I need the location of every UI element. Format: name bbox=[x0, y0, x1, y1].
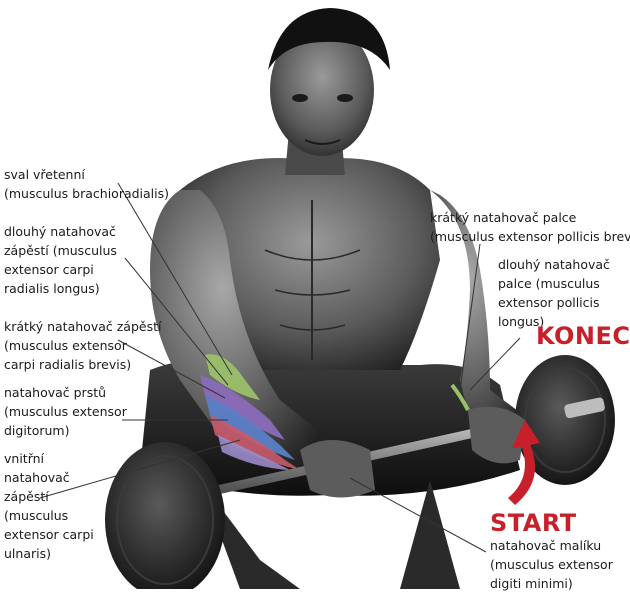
curl-arrow bbox=[508, 420, 540, 505]
label-extensor-carpi-radialis-brevis: krátký natahovač zápěstí (musculus exten… bbox=[4, 319, 162, 372]
leader-lines bbox=[39, 182, 521, 553]
start-position-label: START bbox=[490, 509, 577, 537]
label-brachioradialis: sval vřetenní (musculus brachioradialis) bbox=[4, 167, 170, 201]
forearm-muscles bbox=[200, 354, 300, 470]
label-extensor-digitorum: natahovač prstů (musculus extensor digit… bbox=[4, 385, 127, 438]
right-plate bbox=[515, 355, 615, 485]
torso bbox=[180, 158, 440, 370]
label-extensor-carpi-ulnaris: vnitřní natahovač zápěstí (musculus exte… bbox=[4, 451, 94, 561]
label-extensor-pollicis-brevis: krátký natahovač palce (musculus extenso… bbox=[430, 210, 630, 244]
hands bbox=[300, 406, 525, 498]
head bbox=[268, 8, 390, 175]
barbell bbox=[105, 355, 615, 589]
end-position-label: KONEC bbox=[536, 322, 630, 350]
right-arm bbox=[430, 190, 530, 440]
label-extensor-carpi-radialis-longus: dlouhý natahovač zápěstí (musculus exten… bbox=[4, 224, 117, 296]
left-plate bbox=[105, 442, 225, 589]
label-extensor-pollicis-longus: dlouhý natahovač palce (musculus extenso… bbox=[498, 257, 610, 329]
label-extensor-digiti-minimi: natahovač malíku (musculus extensor digi… bbox=[490, 538, 613, 591]
left-arm bbox=[150, 190, 330, 470]
